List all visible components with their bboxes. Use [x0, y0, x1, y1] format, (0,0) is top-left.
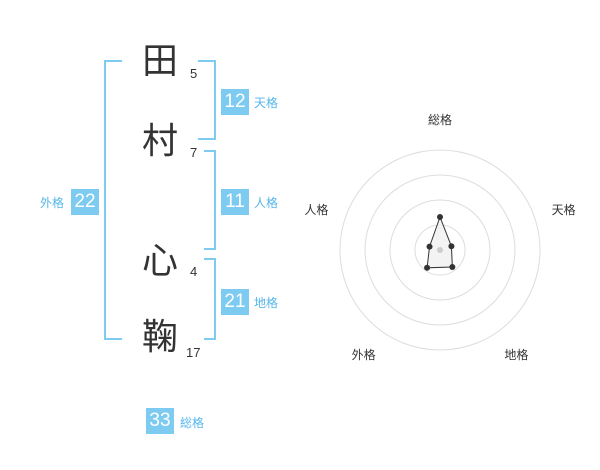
chikaku-label: 地格	[254, 296, 279, 310]
radar-point-3	[449, 263, 456, 270]
radar-center-dot	[437, 247, 443, 253]
name-char-1: 田	[141, 41, 178, 82]
jinkaku-value: 11	[221, 189, 249, 215]
radar-axis-label-4: 外格	[351, 348, 376, 363]
tenkaku-label: 天格	[254, 96, 279, 110]
chikaku-bracket	[204, 258, 216, 340]
jinkaku-bracket	[204, 150, 216, 250]
radar-ring	[364, 174, 516, 326]
radar-ring	[339, 149, 541, 351]
radar-axis-label-5: 人格	[304, 202, 329, 217]
name-char-4: 鞠	[141, 317, 178, 358]
radar-axis-label-3: 地格	[504, 348, 529, 363]
soukaku-label: 総格	[180, 416, 205, 430]
radar-point-1	[437, 214, 443, 220]
radar-ring	[389, 199, 491, 301]
tenkaku-value: 12	[221, 89, 249, 115]
gaikaku-label: 外格	[40, 196, 65, 210]
radar-point-5	[426, 243, 433, 250]
radar-polygon	[426, 215, 453, 269]
stroke-count-3: 4	[190, 264, 198, 279]
radar-point-4	[424, 264, 431, 271]
gaikaku-bracket	[104, 60, 122, 340]
tenkaku-bracket	[198, 60, 216, 140]
jinkaku-label: 人格	[254, 196, 279, 210]
name-char-3: 心	[141, 241, 178, 282]
radar-point-2	[448, 243, 455, 250]
stroke-count-2: 7	[190, 145, 198, 160]
stroke-count-4: 17	[186, 345, 201, 360]
soukaku-value: 33	[146, 408, 174, 434]
radar-chart	[339, 149, 541, 351]
chikaku-value: 21	[221, 289, 249, 315]
stroke-count-1: 5	[190, 66, 198, 81]
radar-axis-label-1: 総格	[427, 113, 452, 127]
name-char-2: 村	[141, 121, 178, 162]
gaikaku-value: 22	[71, 189, 99, 215]
radar-axis-label-2: 天格	[551, 202, 576, 217]
